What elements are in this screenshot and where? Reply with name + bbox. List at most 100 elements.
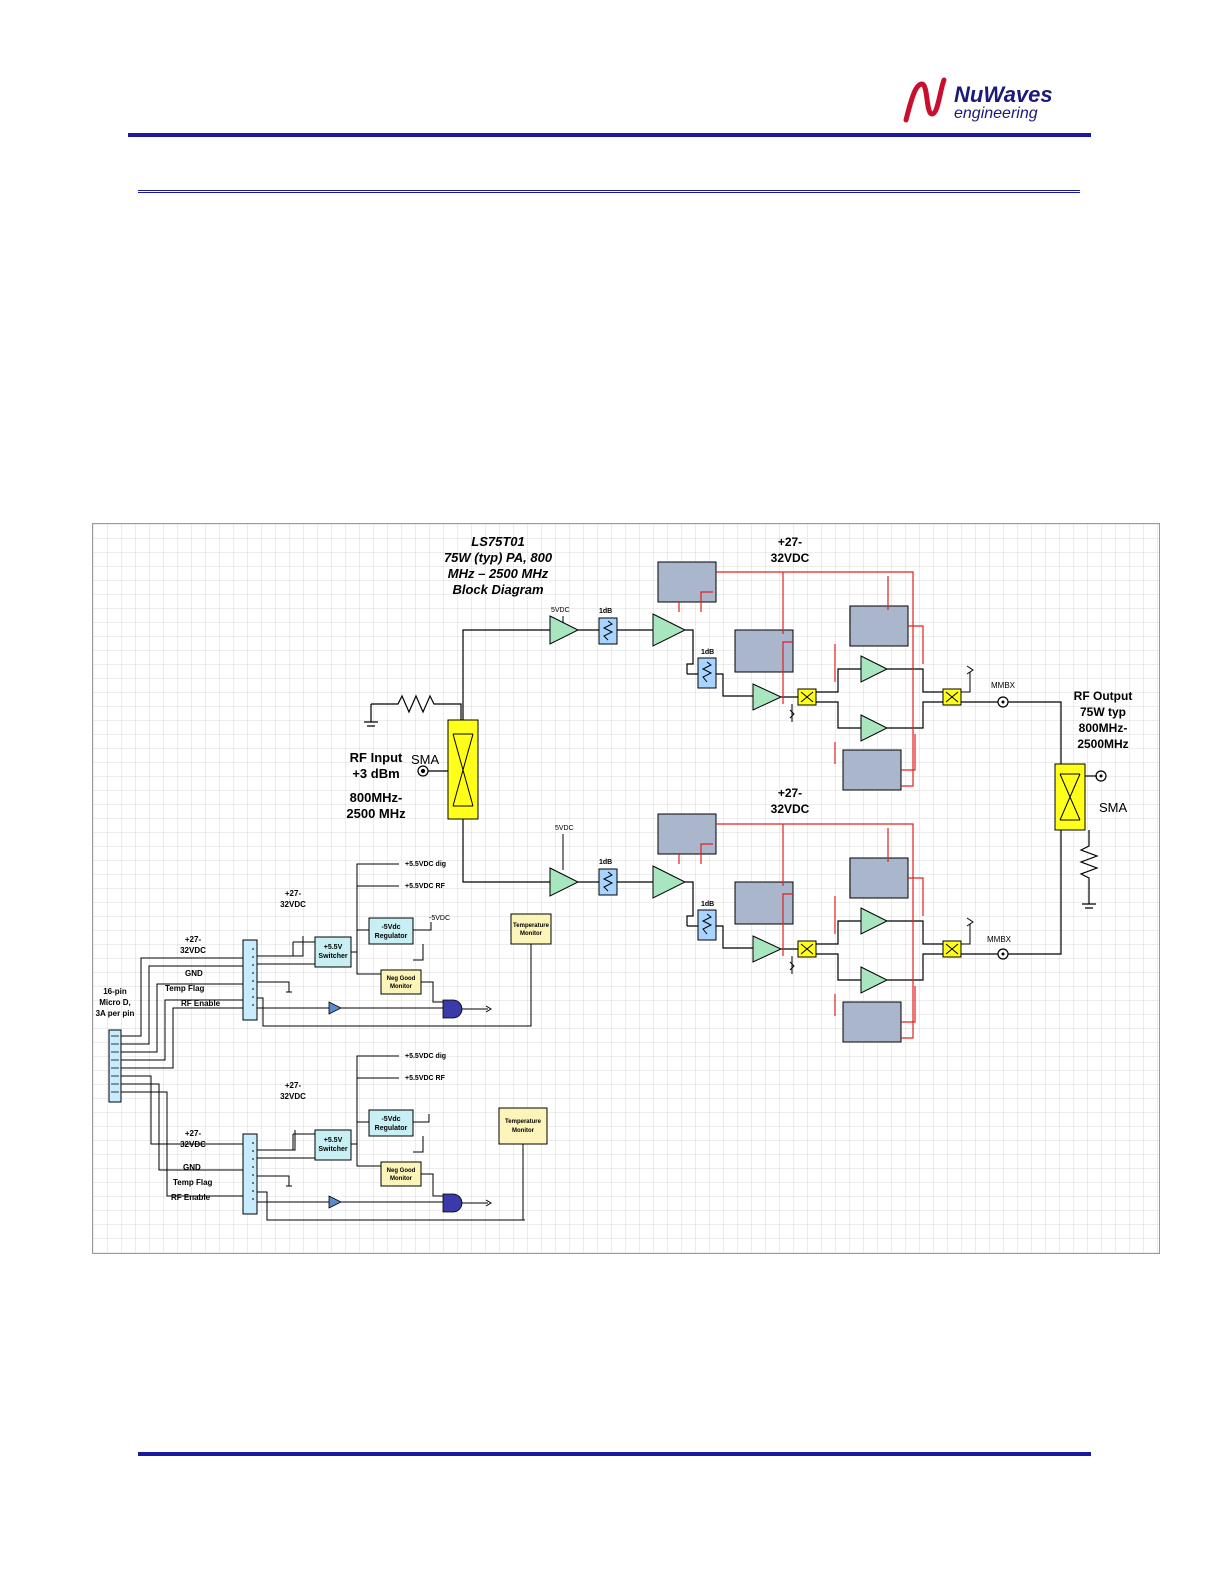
upper-power-labels: +27- 32VDC +27- 32VDC GND Temp Flag RF E… xyxy=(165,889,306,1008)
lower-5vdc-label: 5VDC xyxy=(555,825,574,832)
lower-rail-rf: +5.5VDC RF xyxy=(405,1075,446,1082)
upper-final-amp-a xyxy=(860,655,889,683)
upper-regulator-line-1: -5Vdc xyxy=(381,924,400,931)
lower-rf-enable-label: RF Enable xyxy=(171,1193,211,1202)
upper-pa-chain: 5VDC 1dB 1dB MMBX xyxy=(549,607,1062,764)
lower-temp-flag-label: Temp Flag xyxy=(173,1178,213,1187)
sma-output-connector xyxy=(1095,770,1107,782)
lower-enable-buffer xyxy=(328,1195,342,1209)
lower-pre-driver-amp xyxy=(652,865,687,899)
upper-5vdc-label: 5VDC xyxy=(551,607,570,614)
upper-and-gate xyxy=(442,999,463,1019)
lower-switcher-supply-2: 32VDC xyxy=(280,1092,306,1101)
connector-harness xyxy=(121,957,243,1197)
rf-output-line-4: 2500MHz xyxy=(1077,737,1128,751)
logo-subtext: engineering xyxy=(954,105,1038,122)
upper-driver-amp xyxy=(549,615,580,645)
upper-combiner-hybrid xyxy=(942,688,962,706)
lower-bias-module-3 xyxy=(849,857,909,899)
lower-switcher-line-1: +5.5V xyxy=(324,1137,343,1144)
upper-minus5-label: -5VDC xyxy=(429,915,450,922)
lower-final-amp-a xyxy=(860,907,889,935)
upper-neg-monitor-line-2: Monitor xyxy=(390,984,413,990)
upper-regulator-line-2: Regulator xyxy=(375,933,408,940)
upper-switcher-line-1: +5.5V xyxy=(324,944,343,951)
upper-bias-wiring xyxy=(678,571,924,787)
lower-switcher-supply-1: +27- xyxy=(285,1081,302,1090)
upper-pre-driver-amp xyxy=(652,613,687,647)
nuwaves-logo-mark xyxy=(903,77,947,123)
logo-wordmark: NuWaves xyxy=(954,82,1053,107)
header-rule xyxy=(128,133,1091,137)
lower-power-labels: +27- 32VDC +27- 32VDC GND Temp Flag RF E… xyxy=(171,1081,306,1202)
lower-combiner-hybrid xyxy=(942,940,962,958)
connector-line-3: 3A per pin xyxy=(96,1009,135,1018)
lower-neg-monitor xyxy=(380,1161,422,1187)
upper-terminal-block xyxy=(242,939,258,1021)
lower-hybrid-1 xyxy=(797,940,817,958)
upper-gnd-label: GND xyxy=(185,969,203,978)
rf-input-band-1: 800MHz- xyxy=(350,790,403,805)
rf-output-label: RF Output 75W typ 800MHz- 2500MHz xyxy=(1074,689,1133,751)
rf-input-label: RF Input +3 dBm 800MHz- 2500 MHz xyxy=(346,750,406,821)
lower-bias-module-2 xyxy=(734,881,794,925)
output-termination-resistor xyxy=(1079,830,1099,909)
upper-atten-2-label: 1dB xyxy=(701,649,714,656)
upper-attenuator-2 xyxy=(697,657,717,689)
lower-bias-module-4 xyxy=(842,1001,902,1043)
lower-bias-wiring xyxy=(678,823,924,1039)
lower-driver-amp xyxy=(549,867,580,897)
nuwaves-logo: NuWaves engineering xyxy=(900,76,1070,124)
title-line-2: 75W (typ) PA, 800 xyxy=(444,550,553,565)
rf-input-line-1: RF Input xyxy=(350,750,403,765)
grid-background xyxy=(93,524,1159,1253)
lower-driver-2-amp xyxy=(752,935,783,963)
lower-terminal-block xyxy=(242,1133,258,1215)
upper-supply-label-2: 32VDC xyxy=(771,551,810,565)
micro-d-connector xyxy=(108,1029,122,1103)
upper-driver-2-amp xyxy=(752,683,783,711)
rf-input-section xyxy=(364,629,558,883)
upper-switcher-supply-2: 32VDC xyxy=(280,900,306,909)
upper-switcher-supply-1: +27- xyxy=(285,889,302,898)
upper-temp-monitor-line-2: Monitor xyxy=(520,931,543,937)
upper-bias-module-3 xyxy=(849,605,909,647)
input-term-ground xyxy=(364,704,378,727)
lower-gnd-label: GND xyxy=(183,1163,201,1172)
upper-bias-module-2 xyxy=(734,629,794,673)
output-combiner-hybrid xyxy=(1054,763,1086,831)
rf-input-line-2: +3 dBm xyxy=(352,766,399,781)
title-line-1: LS75T01 xyxy=(471,534,524,549)
upper-switcher-line-2: Switcher xyxy=(318,953,347,960)
lower-and-gate xyxy=(442,1193,463,1213)
lower-atten-1-label: 1dB xyxy=(599,859,612,866)
connector-line-1: 16-pin xyxy=(103,987,127,996)
lower-supply-label-2: 32VDC xyxy=(771,802,810,816)
upper-bias-modules xyxy=(657,561,909,791)
upper-switcher xyxy=(314,936,352,968)
lower-regulator-line-1: -5Vdc xyxy=(381,1116,400,1123)
upper-regulator xyxy=(368,917,414,945)
upper-temp-flag-label: Temp Flag xyxy=(165,984,205,993)
input-splitter-hybrid xyxy=(447,719,479,820)
upper-rf-enable-label: RF Enable xyxy=(181,999,221,1008)
upper-supply-label-1: +27- xyxy=(778,535,802,549)
upper-rail-rf: +5.5VDC RF xyxy=(405,883,446,890)
block-diagram-frame: LS75T01 75W (typ) PA, 800 MHz – 2500 MHz… xyxy=(92,523,1160,1254)
upper-conn-supply-1: +27- xyxy=(185,935,202,944)
upper-attenuator-1 xyxy=(598,617,618,645)
lower-supply-label-1: +27- xyxy=(778,786,802,800)
lower-temp-monitor xyxy=(498,1107,548,1145)
input-termination-resistor xyxy=(371,694,462,720)
lower-mmbx-label: MMBX xyxy=(987,935,1012,944)
footer-rule xyxy=(138,1452,1091,1456)
upper-neg-monitor-line-1: Neg Good xyxy=(387,976,416,982)
sma-output-label: SMA xyxy=(1099,800,1128,815)
upper-bias-module-4 xyxy=(842,749,902,791)
connector-line-2: Micro D, xyxy=(99,998,131,1007)
lower-neg-monitor-line-2: Monitor xyxy=(390,1176,413,1182)
lower-rail-dig: +5.5VDC dig xyxy=(405,1053,446,1060)
upper-temp-monitor xyxy=(510,913,552,945)
lower-switcher xyxy=(314,1129,352,1161)
upper-power-section: +5.5V Switcher -5Vdc Regulator -5VDC Neg… xyxy=(242,861,552,1027)
